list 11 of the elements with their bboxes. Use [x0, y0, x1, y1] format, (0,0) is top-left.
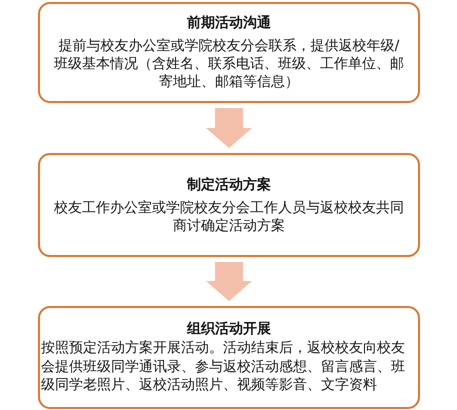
step-description: 按照预定活动方案开展活动。活动结束后，返校校友向校友会提供班级同学通讯录、参与返校活动感想、留言感言、班级同学老照片、返校活动照片、视频等影音、文字资料: [41, 339, 406, 395]
step-title: 组织活动开展: [187, 320, 271, 338]
arrow: [206, 108, 252, 148]
process-box: [38, 153, 420, 257]
step-title: 前期活动沟通: [187, 14, 271, 32]
step-description: 提前与校友办公室或学院校友分会联系，提供返校年级/班级基本情况（含姓名、联系电话、班级、工作单位、邮寄地址、邮箱等信息）: [53, 37, 405, 91]
process-box: [38, 2, 420, 103]
step-title: 制定活动方案: [187, 176, 271, 194]
process-box: [38, 306, 420, 409]
arrow: [206, 262, 252, 301]
step-description: 校友工作办公室或学院校友分会工作人员与返校校友共同商讨确定活动方案: [53, 198, 405, 234]
